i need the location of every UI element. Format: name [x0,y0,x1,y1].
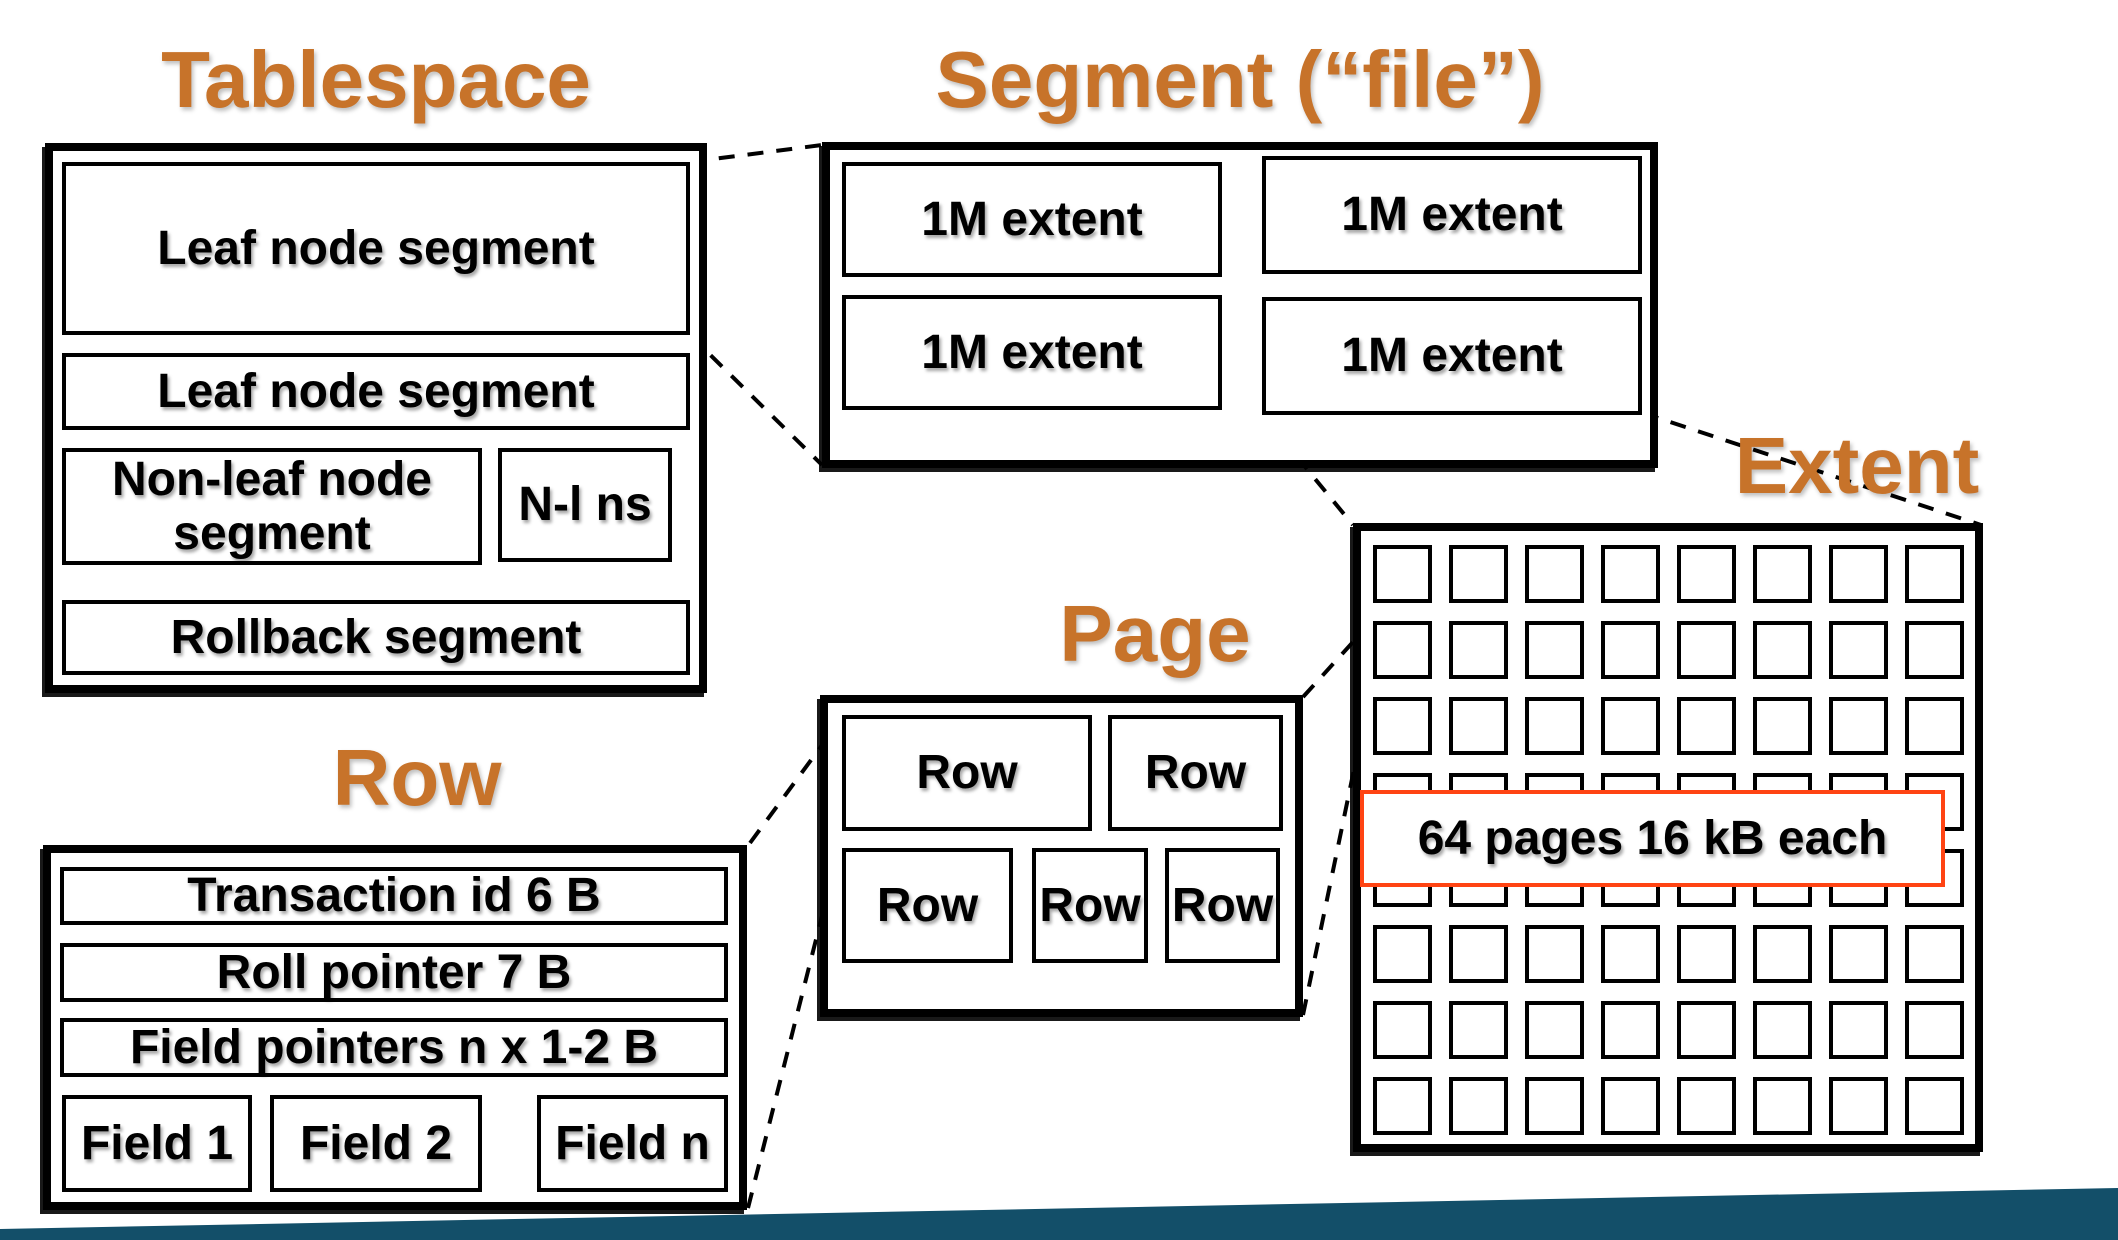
rollback-segment-box: Rollback segment [62,600,690,675]
transaction-id-bar: Transaction id 6 B [60,867,728,925]
non-leaf-node-segment-box: Non-leaf node segment [62,448,482,565]
extent-page-cell [1677,545,1736,603]
extent-1m-box-4: 1M extent [1262,297,1642,415]
extent-page-cell [1677,1077,1736,1135]
extent-page-cell [1905,621,1964,679]
extent-page-cell [1905,545,1964,603]
extent-page-cell [1525,1077,1584,1135]
extent-page-cell [1449,925,1508,983]
extent-page-cell [1601,697,1660,755]
extent-page-cell [1373,621,1432,679]
field-pointers-bar: Field pointers n x 1-2 B [60,1018,728,1077]
leaf-node-segment-box-1: Leaf node segment [62,162,690,335]
extent-page-cell [1525,1001,1584,1059]
leaf-node-segment-box-2: Leaf node segment [62,353,690,430]
extent-page-cell [1753,1001,1812,1059]
page-row-box-4: Row [1032,848,1148,963]
extent-1m-box-2: 1M extent [1262,156,1642,274]
extent-page-cell [1449,621,1508,679]
extent-page-cell [1373,545,1432,603]
page-row-box-2: Row [1108,715,1283,831]
tablespace-title: Tablespace [161,35,591,124]
extent-page-cell [1601,925,1660,983]
extent-pages-label: 64 pages 16 kB each [1360,790,1945,887]
extent-page-cell [1525,697,1584,755]
extent-1m-box-1: 1M extent [842,162,1222,277]
extent-page-cell [1525,621,1584,679]
non-leaf-ns-box: N-l ns [498,448,672,562]
extent-page-cell [1677,621,1736,679]
extent-page-cell [1829,1001,1888,1059]
extent-page-cell [1753,545,1812,603]
extent-page-cell [1525,545,1584,603]
extent-page-cell [1905,925,1964,983]
extent-page-cell [1449,1001,1508,1059]
extent-title: Extent [1734,421,1980,510]
extent-page-cell [1829,545,1888,603]
field-2-box: Field 2 [270,1095,482,1192]
extent-1m-box-3: 1M extent [842,295,1222,410]
extent-page-cell [1677,1001,1736,1059]
connector-tablespace-segment-bottom [688,333,824,467]
extent-page-cell [1373,1077,1432,1135]
extent-page-cell [1905,697,1964,755]
extent-page-cell [1677,925,1736,983]
page-row-box-3: Row [842,848,1013,963]
page-row-box-1: Row [842,715,1092,831]
extent-page-cell [1373,1001,1432,1059]
extent-page-cell [1753,925,1812,983]
field-n-box: Field n [537,1095,728,1192]
extent-page-cell [1601,545,1660,603]
extent-page-cell [1753,697,1812,755]
connector-tablespace-segment-top [689,143,823,164]
extent-page-cell [1829,621,1888,679]
extent-page-cell [1373,925,1432,983]
page-row-box-5: Row [1165,848,1280,963]
extent-page-cell [1753,621,1812,679]
extent-page-cell [1601,621,1660,679]
field-1-box: Field 1 [62,1095,252,1192]
segment-title: Segment (“file”) [935,35,1545,124]
extent-page-cell [1905,1001,1964,1059]
extent-page-cell [1449,545,1508,603]
extent-page-cell [1829,697,1888,755]
extent-page-cell [1449,1077,1508,1135]
roll-pointer-bar: Roll pointer 7 B [60,943,728,1002]
extent-page-cell [1373,697,1432,755]
extent-page-cell [1753,1077,1812,1135]
extent-page-cell [1677,697,1736,755]
extent-page-cell [1525,925,1584,983]
extent-page-cell [1829,925,1888,983]
row-title: Row [332,733,502,822]
extent-page-cell [1601,1077,1660,1135]
page-title: Page [1059,589,1251,678]
extent-page-cell [1601,1001,1660,1059]
extent-page-cell [1829,1077,1888,1135]
extent-page-cell [1449,697,1508,755]
extent-page-cell [1905,1077,1964,1135]
